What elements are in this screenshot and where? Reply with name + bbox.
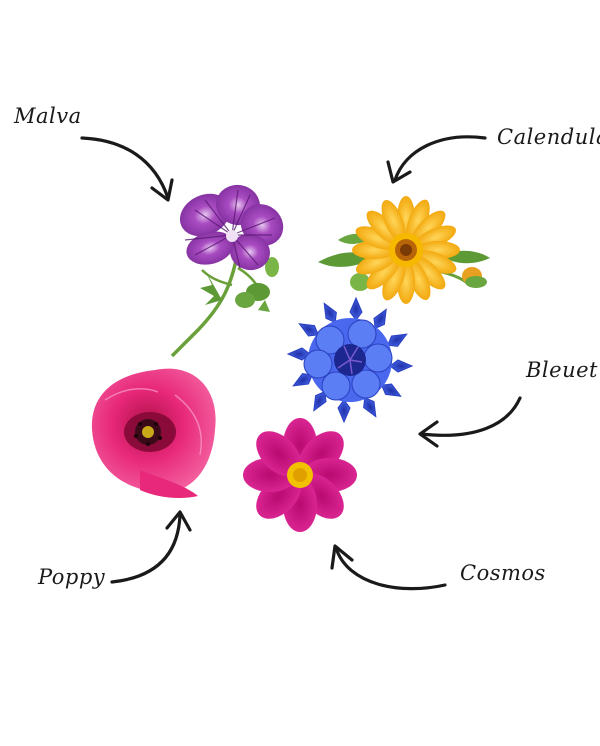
malva-flower [170,184,284,358]
calendula-label: Calendula [497,125,600,149]
cosmos-flower [243,418,357,532]
poppy-arrow [110,510,192,584]
calendula-flower [318,196,490,304]
malva-label: Malva [14,104,82,128]
poppy-label: Poppy [38,565,106,589]
bleuet-flower [286,296,414,424]
bleuet-arrow [418,396,522,448]
calendula-arrow [386,135,487,184]
cosmos-label: Cosmos [460,561,546,585]
cosmos-arrow [330,544,447,591]
malva-arrow [80,136,174,202]
bleuet-label: Bleuet [526,358,598,382]
poppy-flower [91,368,216,498]
